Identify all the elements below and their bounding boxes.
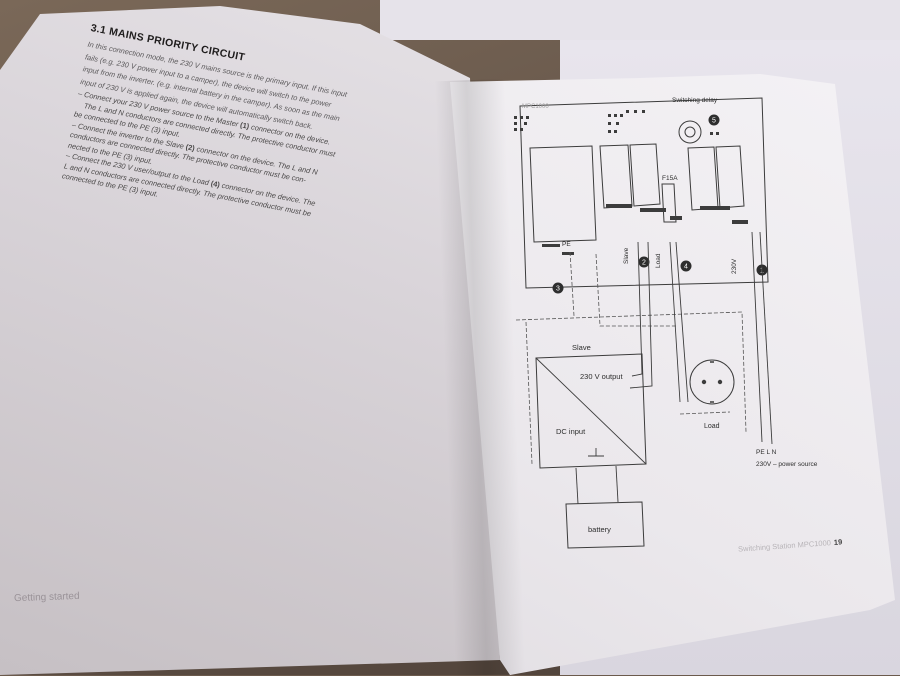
relay-outline [629,143,661,207]
marker-4-text: 4 [684,264,688,271]
marker-5-text: 5 [712,118,716,125]
dc-wiring [575,465,619,505]
connector-load-label: Load [655,253,662,268]
battery-box: battery [565,501,645,549]
switching-delay-label: Switching delay [672,97,718,104]
relay-outline [715,145,745,209]
power-source-label: 230V – power source [756,461,818,468]
slave-box-label: Slave [572,343,591,352]
slave-connector-text: Slave [623,247,630,264]
main-pcb-outline [529,145,597,243]
connector-slave-label: Slave [623,247,630,264]
marker-2: 2 [638,256,650,268]
device-outline [519,97,769,289]
load-label: Load [704,423,720,430]
relay-outline [687,146,719,211]
dc-input-label: DC input [556,427,586,436]
v230-connector-text: 230V [731,258,738,274]
marker-3-text: 3 [556,286,560,293]
load-connector-text: Load [655,253,662,268]
wiring-diagram: MPC1000 Switching delay F15A PE Slave Lo… [514,97,818,549]
power-wiring [629,231,773,445]
relay-outline [599,144,633,209]
battery-label: battery [588,525,611,534]
left-page-footer: Getting started [13,590,80,605]
pe-label: PE [562,241,571,248]
model-label: MPC1000 [522,104,549,110]
slave-inverter: Slave 230 V output DC input [535,343,647,469]
terminal-blocks [514,110,748,255]
background-paper-strip [380,0,900,40]
marker-5: 5 [708,114,720,126]
marker-4: 4 [680,260,692,272]
connector-230v-label: 230V [731,258,738,274]
output-label: 230 V output [580,372,623,381]
marker-2-text: 2 [642,260,646,267]
page-number: 19 [833,537,843,547]
load-socket: Load [689,359,735,430]
pe-l-n-label: PE L N [756,449,777,456]
fuse-label: F15A [662,175,678,182]
marker-3: 3 [552,282,564,294]
switching-delay-knob [678,120,702,144]
